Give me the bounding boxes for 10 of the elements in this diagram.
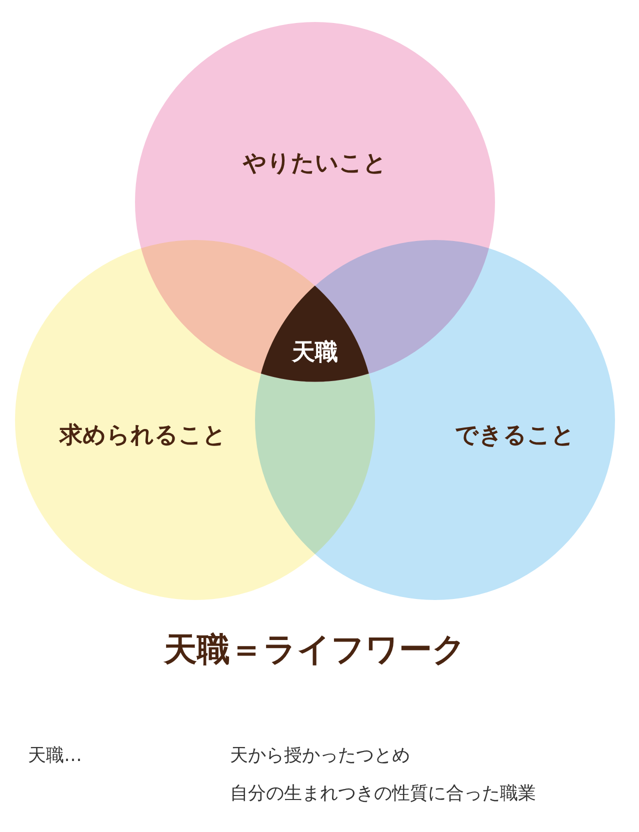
region-label: 天職 bbox=[292, 338, 338, 368]
definition-text: 自分の生まれつきの性質に合った職業 bbox=[230, 782, 536, 805]
circle-label: できること bbox=[455, 422, 575, 450]
term-label: 天職… bbox=[28, 744, 82, 767]
definition-text: 天から授かったつとめ bbox=[230, 744, 410, 767]
caption: 天職＝ライフワーク bbox=[164, 628, 466, 670]
circle-label: 求められること bbox=[60, 422, 226, 450]
venn-circle bbox=[255, 240, 615, 600]
intersection-region bbox=[261, 286, 369, 382]
circle-label: やりたいこと bbox=[243, 150, 387, 178]
